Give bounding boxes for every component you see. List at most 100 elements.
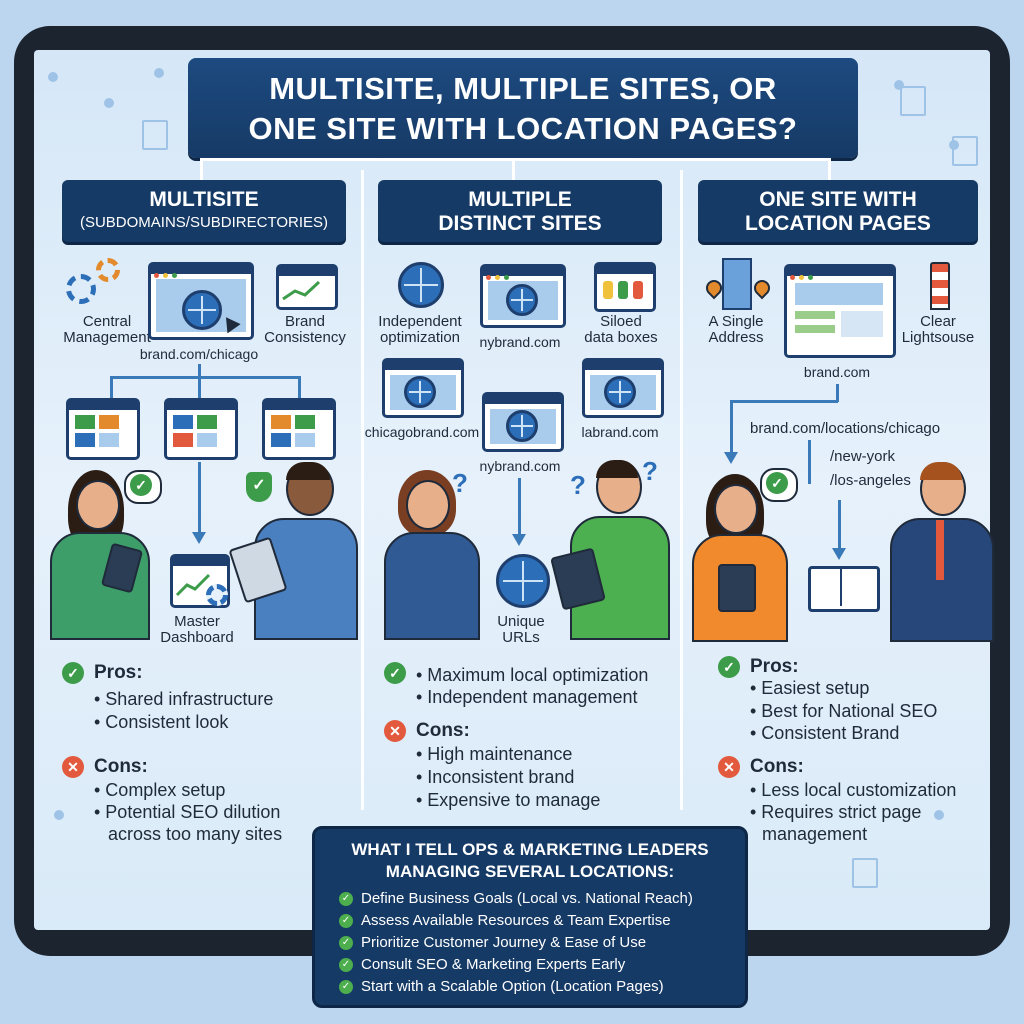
chicagobrand-label: chicagobrand.com [364, 424, 480, 440]
shield-check-icon: ✓ [246, 472, 272, 502]
globe-icon [404, 376, 436, 408]
location-pages-header-line1: ONE SITE WITH [759, 188, 917, 211]
location-pages-pros-title: Pros: [750, 656, 799, 677]
check-icon: ✓ [339, 892, 353, 906]
location-pages-con-item: • Less local customization [750, 780, 957, 800]
woman-with-clipboard-illustration [692, 474, 792, 642]
tree-connector [730, 400, 838, 403]
connector-left [200, 158, 203, 180]
location-url-new-york: /new-york [830, 448, 896, 465]
network-node [54, 810, 64, 820]
lighthouse-icon [930, 262, 950, 310]
man-with-tablet-illustration [550, 460, 670, 640]
multisite-con-item: • Potential SEO dilution [94, 802, 281, 822]
labrand-label: labrand.com [581, 424, 659, 440]
brand-consistency-label: Brand Consistency [264, 313, 346, 346]
check-icon: ✓ [339, 980, 353, 994]
location-pages-header: ONE SITE WITH LOCATION PAGES [698, 180, 978, 242]
cons-x-icon: ✕ [62, 756, 84, 778]
man-with-tablet-illustration [228, 462, 358, 640]
network-node [154, 68, 164, 78]
tree-connector [808, 440, 811, 484]
location-pages-cons-title: Cons: [750, 756, 804, 777]
multiple-sites-header-line2: DISTINCT SITES [438, 212, 602, 235]
advice-title-line2: MANAGING SEVERAL LOCATIONS: [385, 862, 675, 881]
arrow-down [198, 462, 201, 534]
column-divider [361, 170, 364, 810]
advice-item-text: Define Business Goals (Local vs. Nationa… [361, 890, 693, 907]
location-url-los-angeles: /los-angeles [830, 472, 911, 489]
brand-chicago-url: brand.com/chicago [139, 346, 259, 362]
multiple-sites-pro-item: • Independent management [416, 687, 638, 707]
building-icon [852, 858, 878, 888]
advice-title-line1: WHAT I TELL OPS & MARKETING LEADERS [351, 840, 709, 859]
multisite-pros-title: Pros: [94, 662, 143, 683]
network-node [894, 80, 904, 90]
multiple-sites-con-item: • Inconsistent brand [416, 767, 575, 787]
building-icon [142, 120, 168, 150]
unique-urls-label: Unique URLs [497, 613, 545, 646]
tree-connector [836, 384, 839, 402]
globe-icon [496, 554, 550, 608]
brand-com-label: brand.com [803, 364, 871, 380]
tree-connector [198, 376, 201, 398]
clear-lighthouse-label: Clear Lightsouse [901, 313, 975, 346]
cons-x-icon: ✕ [384, 720, 406, 742]
check-icon: ✓ [339, 936, 353, 950]
question-mark-icon: ? [642, 456, 658, 486]
dashboard-window-icon [170, 554, 230, 608]
tree-connector [298, 376, 301, 398]
site-window-icon [262, 398, 336, 460]
multisite-header-subtitle: (SUBDOMAINS/SUBDIRECTORIES) [79, 214, 329, 231]
open-book-icon [808, 566, 880, 612]
location-url-chicago: brand.com/locations/chicago [750, 420, 941, 437]
independent-optimization-label: Independent optimization [378, 313, 462, 346]
master-dashboard-label: Master Dashboard [160, 613, 234, 646]
location-pages-con-item: • Requires strict page [750, 802, 922, 822]
arrowhead [512, 534, 526, 546]
multisite-pro-item: • Consistent look [94, 712, 229, 732]
title-connector [200, 158, 830, 161]
location-pages-con-item: management [762, 824, 868, 844]
location-pages-pro-item: • Easiest setup [750, 678, 870, 698]
connector-right [828, 158, 831, 180]
multiple-sites-pro-item: • Maximum local optimization [416, 665, 649, 685]
site-window-icon [164, 398, 238, 460]
question-mark-icon: ? [452, 468, 468, 498]
arrowhead [832, 548, 846, 560]
siloed-data-label: Siloed data boxes [584, 313, 658, 346]
globe-icon [398, 262, 444, 308]
gear-icon [96, 258, 120, 282]
globe-icon [604, 376, 636, 408]
data-box-window-icon [594, 262, 656, 312]
central-management-label: Central Management [63, 313, 151, 346]
gear-icon [66, 274, 96, 304]
check-icon: ✓ [339, 958, 353, 972]
arrowhead [724, 452, 738, 464]
arrow-down [730, 400, 733, 454]
site-window-icon [66, 398, 140, 460]
man-in-suit-illustration [880, 462, 994, 642]
multisite-con-item: • Complex setup [94, 780, 226, 800]
pros-check-icon: ✓ [384, 662, 406, 684]
network-node [934, 810, 944, 820]
network-node [48, 72, 58, 82]
main-title: MULTISITE, MULTIPLE SITES, OR ONE SITE W… [188, 58, 858, 158]
building-icon [722, 258, 752, 310]
connector-mid [512, 158, 515, 180]
building-icon [900, 86, 926, 116]
network-node [949, 140, 959, 150]
nybrand-main-label: nybrand.com [479, 334, 561, 350]
advice-item: ✓ Start with a Scalable Option (Location … [339, 977, 664, 997]
browser-window-icon [784, 264, 896, 358]
location-pages-header-line2: LOCATION PAGES [745, 212, 931, 235]
title-line-2: ONE SITE WITH LOCATION PAGES? [248, 111, 798, 146]
multiple-sites-con-item: • Expensive to manage [416, 790, 601, 810]
advice-item-text: Start with a Scalable Option (Location P… [361, 978, 664, 995]
multisite-pro-item: • Shared infrastructure [94, 689, 274, 709]
advice-item: ✓Consult SEO & Marketing Experts Early [339, 955, 625, 975]
multiple-sites-header: MULTIPLE DISTINCT SITES [378, 180, 662, 242]
question-mark-icon: ? [570, 470, 586, 500]
woman-pointing-illustration [384, 470, 480, 640]
pros-check-icon: ✓ [62, 662, 84, 684]
